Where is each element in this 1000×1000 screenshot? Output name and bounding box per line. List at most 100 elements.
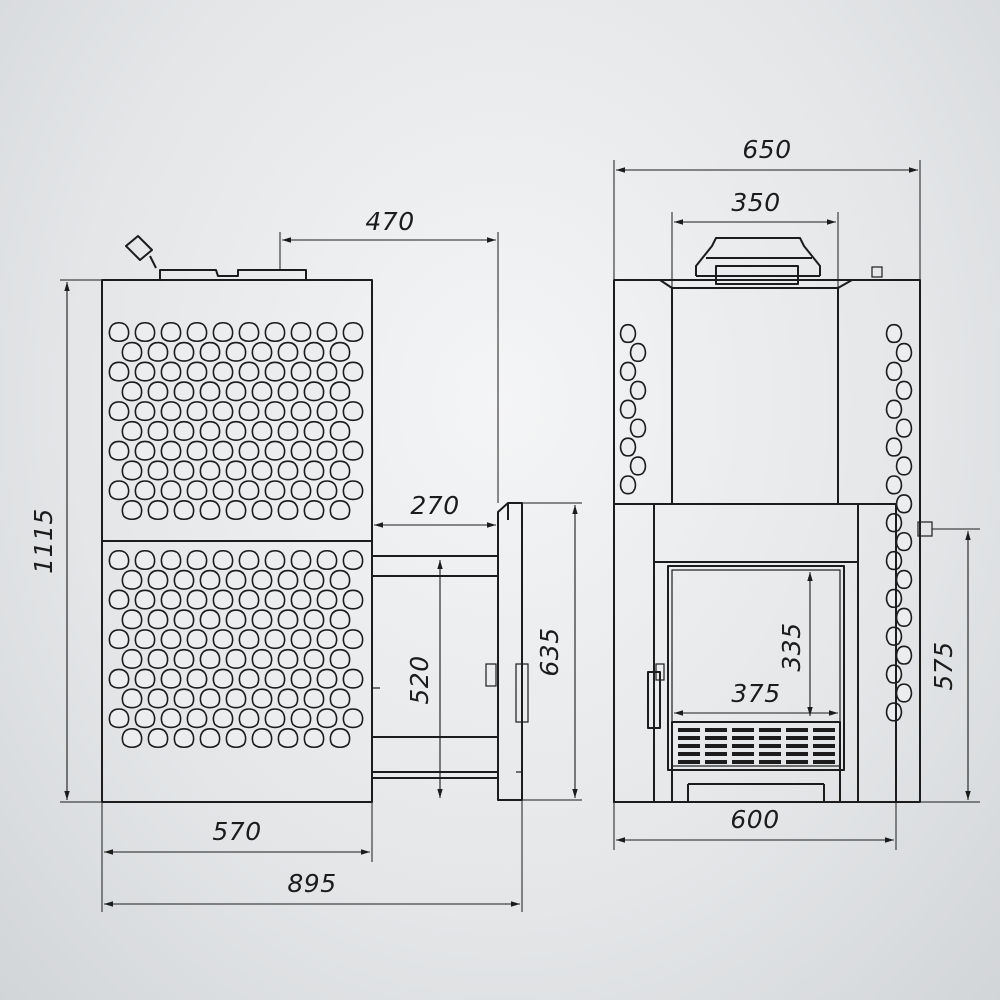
stone-cell (629, 380, 647, 400)
stone-cell (342, 549, 364, 571)
stone-cell (212, 401, 234, 422)
dim-door-opening-height-label: 335 (777, 622, 806, 671)
stone-cell (290, 321, 312, 343)
door-profile (485, 502, 529, 801)
stone-cell (316, 480, 338, 501)
stone-cell (199, 688, 221, 709)
stone-cell (251, 460, 273, 481)
firebox-door (613, 503, 933, 803)
stone-cell (160, 440, 182, 461)
stone-cell (316, 321, 338, 343)
stone-cell (342, 440, 364, 461)
stone-cell (121, 648, 143, 669)
stone-cell (108, 708, 130, 729)
stone-cell (251, 727, 273, 749)
stone-cell (108, 321, 130, 343)
stone-cell (199, 460, 221, 481)
stone-cell (147, 499, 169, 521)
stone-cell (186, 549, 208, 571)
stone-cell (885, 437, 903, 457)
stone-cell (173, 569, 195, 590)
stone-cell (173, 688, 195, 709)
dim-side-height: 575 (920, 528, 980, 803)
stone-cell (238, 321, 260, 343)
stone-cell (134, 549, 156, 571)
stone-cell (303, 499, 325, 521)
stone-cell (199, 499, 221, 521)
stone-cell (225, 688, 247, 709)
stone-cell (885, 626, 903, 646)
stone-cell (277, 609, 299, 630)
stone-cell (121, 499, 143, 521)
stone-cell (225, 648, 247, 669)
stone-cell (212, 589, 234, 610)
stone-cell (108, 629, 130, 650)
grate-slot (759, 736, 781, 740)
stone-cell (895, 456, 913, 476)
stone-cell (277, 341, 299, 362)
stone-cell (225, 499, 247, 521)
grate-slot (813, 752, 835, 756)
stone-cell (264, 708, 286, 729)
stone-cell (160, 629, 182, 650)
grate-slot (759, 744, 781, 748)
dim-tunnel-height-label: 520 (405, 655, 434, 704)
dim-base-width: 600 (613, 802, 897, 850)
stone-cell (619, 361, 637, 381)
stone-cell (895, 418, 913, 438)
stone-cell (264, 321, 286, 343)
stone-cell (277, 648, 299, 669)
stone-cell (316, 401, 338, 422)
stone-cell (629, 456, 647, 476)
dim-body-width: 570 (101, 802, 373, 912)
grate-slot (705, 728, 727, 732)
stone-cell (303, 609, 325, 630)
stone-cell (251, 381, 273, 402)
stone-cell (212, 440, 234, 461)
stone-cell (121, 609, 143, 630)
grate-slot (813, 728, 835, 732)
stone-cell (121, 381, 143, 402)
stone-cell (895, 531, 913, 552)
stone-cell (212, 549, 234, 571)
stone-cell (186, 708, 208, 729)
stone-cell (303, 460, 325, 481)
dim-door-opening-height: 335 (777, 572, 813, 716)
dim-tunnel-height: 520 (405, 560, 443, 798)
stone-cell (173, 420, 195, 441)
stone-cell (238, 401, 260, 422)
stone-cell (329, 727, 351, 749)
tank-cap (695, 237, 821, 285)
stone-cell (629, 342, 647, 363)
grate-slot (759, 760, 781, 764)
stone-cell (885, 702, 903, 722)
stone-cell (885, 550, 903, 571)
stone-cell (303, 688, 325, 709)
grate-slot (732, 760, 754, 764)
stone-cell (108, 440, 130, 461)
stone-cell (225, 569, 247, 590)
stone-cell (212, 629, 234, 650)
dim-overall-width-label: 650 (742, 135, 791, 164)
dim-overall-depth: 895 (104, 800, 523, 912)
stone-cell (121, 569, 143, 590)
dim-tunnel-length-label: 270 (410, 491, 459, 520)
stone-cell (212, 708, 234, 729)
stone-cell (316, 549, 338, 571)
stone-cell (342, 361, 364, 382)
dim-door-height-label: 635 (535, 627, 564, 676)
stone-cell (342, 589, 364, 610)
stone-cell (895, 380, 913, 400)
stone-cell (277, 569, 299, 590)
grate-slot (786, 760, 808, 764)
stone-cell (186, 440, 208, 461)
side-view: 1115 470 270 520 635 (29, 207, 582, 912)
stone-cell (329, 420, 351, 441)
stone-cell (121, 460, 143, 481)
tank-body (671, 287, 839, 505)
stone-cell (160, 321, 182, 343)
dim-overall-width: 650 (613, 135, 921, 280)
dim-top-depth-label: 470 (365, 207, 414, 236)
grate-slot (813, 744, 835, 748)
